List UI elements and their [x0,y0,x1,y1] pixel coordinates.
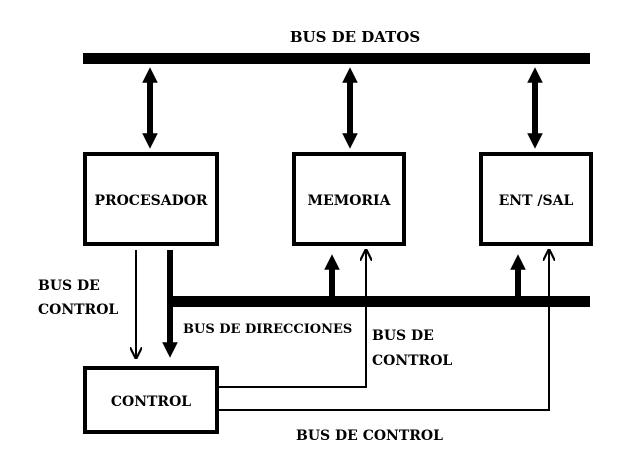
control-unit-box [83,366,219,434]
control-bus-mid-label-1: BUS DE [372,328,434,344]
io-box [479,152,593,246]
control-bus-bottom-label: BUS DE CONTROL [296,428,443,444]
address-bus-label: BUS DE DIRECCIONES [183,322,352,337]
data-bus-line [83,53,590,64]
io-label: ENT /SAL [499,193,574,209]
control-unit-label: CONTROL [111,394,191,410]
data-bus-label: BUS DE DATOS [290,28,420,46]
control-bus-mid-label-2: CONTROL [372,353,452,369]
processor-box [83,152,219,246]
io-control-line [219,250,549,411]
control-bus-left-label-2: CONTROL [38,302,118,318]
address-bus-line [168,296,590,307]
memory-control-line [219,250,366,388]
memory-box [292,152,406,246]
processor-label: PROCESADOR [94,193,207,209]
memory-label: MEMORIA [308,193,392,209]
control-bus-left-label-1: BUS DE [38,278,100,294]
